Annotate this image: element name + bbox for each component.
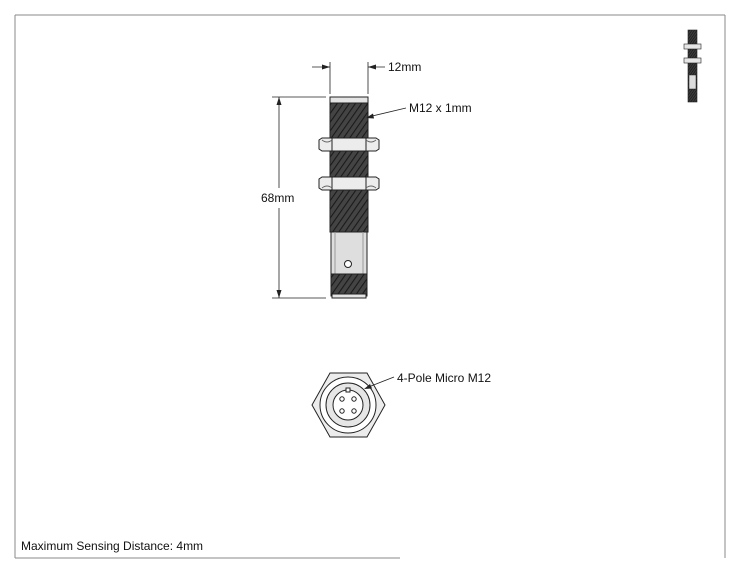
pin-1: [339, 396, 345, 402]
thread-label: M12 x 1mm: [409, 101, 472, 115]
sensing-distance-note: Maximum Sensing Distance: 4mm: [21, 539, 204, 553]
connector-end-view: [311, 372, 386, 438]
pin-4: [351, 408, 357, 414]
thread-upper: [329, 102, 369, 139]
drawing-frame: [14, 14, 726, 559]
thread-leader: [366, 107, 407, 119]
connector-thread: [330, 273, 368, 297]
indicator-hole: [344, 260, 352, 268]
connector-label: 4-Pole Micro M12: [397, 371, 491, 385]
connector-leader: [364, 376, 395, 389]
diameter-label: 12mm: [388, 60, 421, 74]
thread-lower: [329, 189, 369, 233]
nut-upper: [318, 137, 380, 152]
dimension-width: [312, 62, 385, 94]
sensor-side-view: [318, 96, 380, 299]
dimension-length: [272, 96, 326, 299]
thread-middle: [329, 150, 369, 178]
nut-lower: [318, 176, 380, 191]
pin-3: [339, 408, 345, 414]
sensor-thumbnail: [683, 29, 702, 103]
length-label: 68mm: [261, 191, 294, 205]
pin-2: [351, 396, 357, 402]
